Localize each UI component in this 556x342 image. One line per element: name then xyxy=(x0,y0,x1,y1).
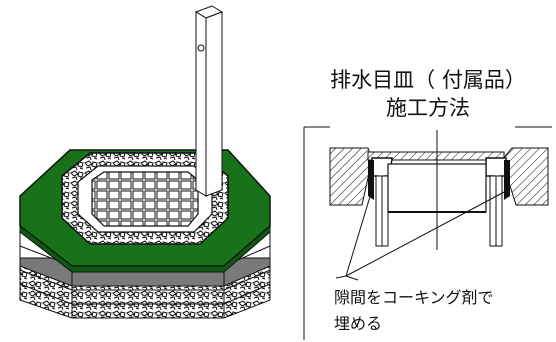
vertical-post xyxy=(194,5,224,197)
annotation-line1: 隙間をコーキング剤で xyxy=(334,288,494,307)
drain-grate xyxy=(91,171,199,227)
octagonal-drain-base-illustration xyxy=(19,5,271,319)
figure-title-line1: 排水目皿（ 付属品） xyxy=(330,68,526,92)
drain-cover-cross-section xyxy=(303,126,552,340)
annotation-line2: 埋める xyxy=(334,314,383,333)
figure-title-line2: 施工方法 xyxy=(386,96,470,120)
